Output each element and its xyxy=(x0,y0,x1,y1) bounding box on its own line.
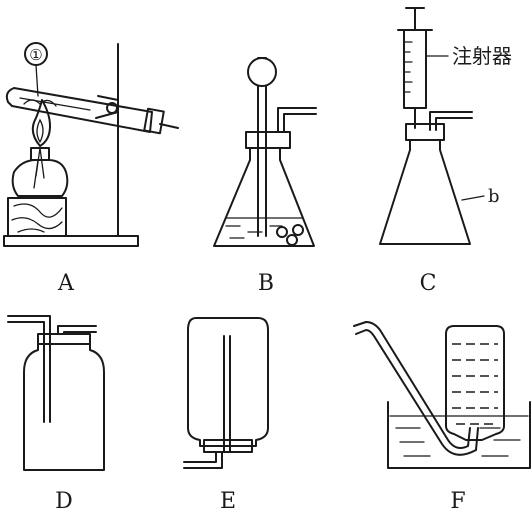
syringe-scale xyxy=(403,41,413,93)
f-delivery-tube-inner xyxy=(355,329,479,456)
c-stopper xyxy=(405,123,445,141)
alcohol-lamp-body xyxy=(11,159,69,197)
clamp-screw xyxy=(106,102,118,114)
b-solid-3 xyxy=(292,224,304,236)
apparatus-c: 注射器 b C xyxy=(379,7,512,296)
b-solid-1 xyxy=(276,226,288,238)
rubber-stopper xyxy=(143,107,165,135)
iron-stand-base xyxy=(3,235,139,247)
c-flask xyxy=(379,139,471,245)
test-tube xyxy=(5,87,153,133)
f-trough xyxy=(387,401,531,469)
label-one-leader xyxy=(35,64,39,97)
b-leader xyxy=(461,195,485,201)
e-stopper xyxy=(203,439,253,453)
label-f: F xyxy=(450,489,465,514)
wooden-block xyxy=(7,197,67,237)
flame xyxy=(31,99,51,147)
b-stopper xyxy=(245,131,291,149)
d-long-tube xyxy=(7,315,51,423)
inner-flame xyxy=(36,118,44,143)
e-bottle xyxy=(187,317,269,447)
apparatus-d: D xyxy=(7,315,105,514)
d-stopper xyxy=(37,333,91,345)
b-delivery-tube xyxy=(277,107,317,133)
apparatus-e: E xyxy=(183,317,269,514)
trough-water-lines xyxy=(395,427,521,457)
wood-grain xyxy=(11,203,63,233)
label-a: A xyxy=(57,271,75,296)
b-flask xyxy=(213,147,315,247)
syringe-label: 注射器 xyxy=(452,44,512,68)
d-bottle xyxy=(23,343,105,471)
d-short-tube xyxy=(57,325,97,335)
outlet-tube xyxy=(159,123,179,129)
tube-clamp xyxy=(95,95,119,119)
label-circle-one: ① xyxy=(29,46,42,64)
e-short-tube xyxy=(183,451,223,469)
label-b: B xyxy=(258,271,274,296)
lamp-wick xyxy=(33,147,45,189)
label-c: C xyxy=(420,271,437,296)
f-delivery-tube-outer xyxy=(353,321,471,449)
tube-solid xyxy=(23,99,57,107)
f-bottle-water xyxy=(452,343,498,425)
f-bottle xyxy=(445,325,505,441)
funnel-bulb xyxy=(247,57,277,87)
b-liquid-lines xyxy=(225,225,283,239)
c-delivery-tube xyxy=(429,111,473,131)
apparatus-f: F xyxy=(353,321,531,514)
flask-label-b: b xyxy=(488,186,500,207)
apparatus-a: ① A xyxy=(3,42,179,296)
apparatus-b: B xyxy=(213,57,317,296)
e-long-tube xyxy=(223,335,231,453)
label-d: D xyxy=(55,489,73,514)
b-solid-2 xyxy=(286,234,298,246)
label-e: E xyxy=(220,489,236,514)
